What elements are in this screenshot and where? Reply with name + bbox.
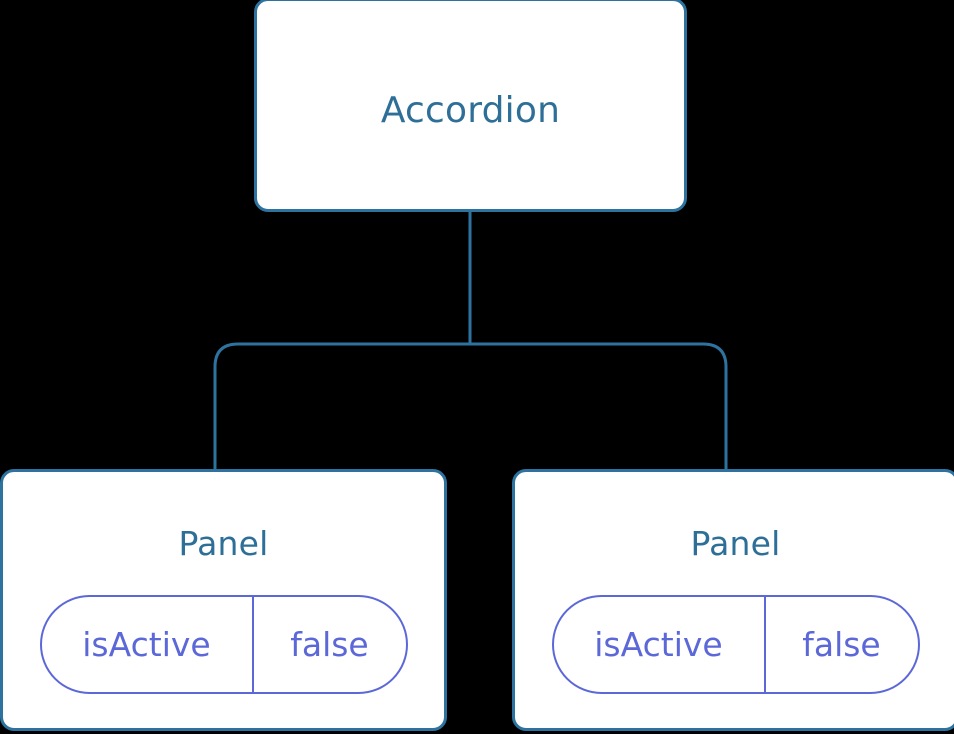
node-panel-2[interactable]: Panel isActive false <box>512 469 954 731</box>
state-value-panel-1: false <box>290 625 369 664</box>
connector-branch-left <box>213 342 470 470</box>
state-key-panel-1: isActive <box>42 597 254 692</box>
node-panel-1[interactable]: Panel isActive false <box>0 469 447 731</box>
node-panel-1-title: Panel <box>178 524 269 563</box>
state-pill-panel-1[interactable]: isActive false <box>39 595 408 694</box>
state-value-panel-2: false <box>802 625 881 664</box>
connector-branch-right <box>470 342 728 470</box>
node-panel-2-title: Panel <box>690 524 781 563</box>
state-key-panel-2: isActive <box>554 597 766 692</box>
node-accordion[interactable]: Accordion <box>254 0 687 212</box>
state-pill-panel-2[interactable]: isActive false <box>551 595 920 694</box>
node-accordion-title: Accordion <box>380 90 561 131</box>
